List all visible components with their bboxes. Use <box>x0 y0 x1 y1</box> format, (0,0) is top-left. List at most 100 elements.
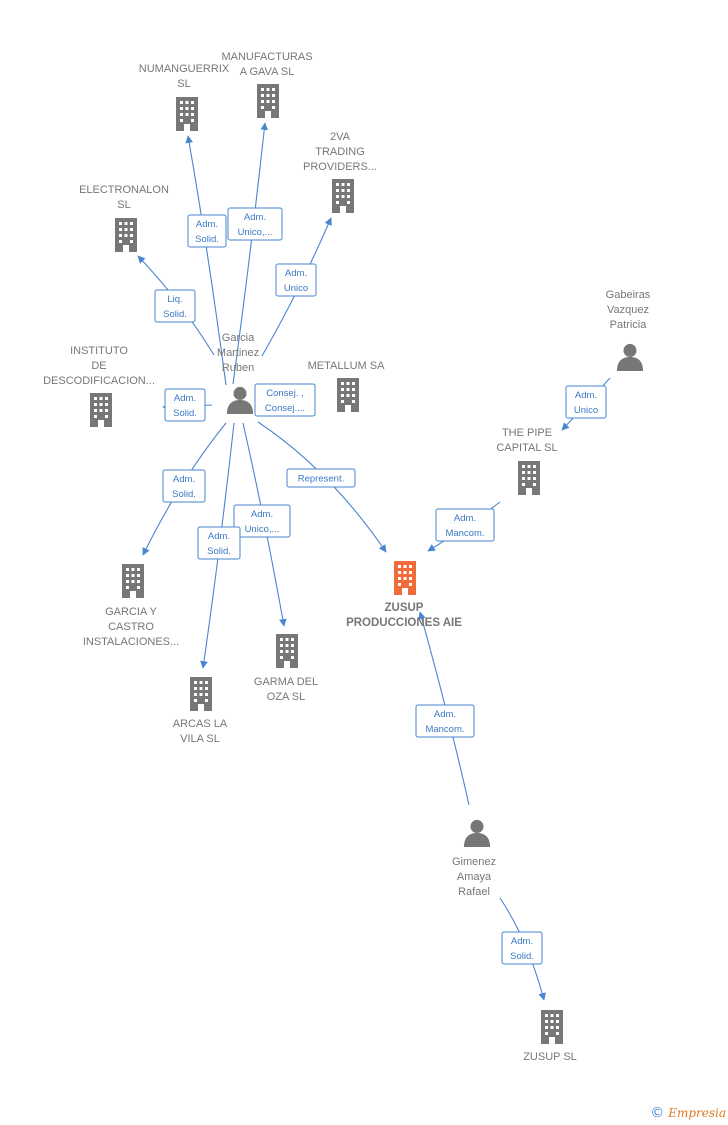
edge-label-text: Adm. <box>196 219 218 230</box>
edge-label[interactable]: Adm. Mancom. <box>435 508 495 542</box>
node-instituto[interactable]: INSTITUTODEDESCODIFICACION... <box>43 345 155 427</box>
edge-label-text: Represent. <box>298 474 344 485</box>
node-label: Patricia <box>610 319 648 331</box>
edge-label-text: Unico <box>284 283 308 294</box>
edges-layer <box>137 122 611 1001</box>
node-label: ARCAS LA <box>173 718 228 730</box>
node-label: GARMA DEL <box>254 676 318 688</box>
edge-label-text: Unico,... <box>245 524 280 535</box>
edge-label-box <box>275 263 317 297</box>
edge-label-text: Adm. <box>244 212 266 223</box>
building-icon <box>332 179 354 213</box>
node-label: INSTALACIONES... <box>83 636 179 648</box>
edge-label-box <box>415 704 475 738</box>
edge-label[interactable]: Adm.Solid. <box>162 469 206 503</box>
node-label: A GAVA SL <box>240 66 295 78</box>
footer-brand[interactable]: ©Empresia <box>650 1105 726 1121</box>
edge-label-text: Unico <box>574 405 598 416</box>
edge-label[interactable]: Adm.Solid. <box>164 388 206 422</box>
edge-label-text: Adm. <box>454 513 476 524</box>
edge-label-box <box>286 468 356 488</box>
building-icon <box>518 461 540 495</box>
edge-label-box <box>254 383 316 417</box>
node-zusup_sl[interactable]: ZUSUP SL <box>523 1010 577 1063</box>
person-icon <box>616 343 644 371</box>
edge-label-text: Adm. <box>208 531 230 542</box>
building-icon <box>90 393 112 427</box>
edge-label[interactable]: Adm.Mancom. <box>415 704 475 738</box>
edge-label-box <box>227 207 283 241</box>
edge-label[interactable]: Adm.Unico,... <box>227 207 283 241</box>
edge-label-text: Solid. <box>163 309 187 320</box>
node-metallum[interactable]: METALLUM SA <box>308 360 385 412</box>
building-icon <box>541 1010 563 1044</box>
node-label: ZUSUP <box>385 602 424 614</box>
node-label: Rafael <box>458 886 490 898</box>
node-label: Ruben <box>222 362 254 374</box>
brand-logo: Empresia <box>668 1106 726 1120</box>
edge-label-text: Solid. <box>207 546 231 557</box>
building-icon <box>190 677 212 711</box>
edge-label-box <box>233 504 291 538</box>
building-icon <box>276 634 298 668</box>
node-label: PROVIDERS... <box>303 161 377 173</box>
edge-label[interactable]: Adm. Unico <box>275 263 317 297</box>
node-label: Martinez <box>217 347 259 359</box>
edge-label[interactable]: Adm. Unico,... <box>233 504 291 538</box>
edge-label-text: Adm. <box>173 474 195 485</box>
edge-label-box <box>501 931 543 965</box>
edge-label-text: Mancom. <box>445 528 484 539</box>
edge-label-box <box>197 526 241 560</box>
edge-label-text: Adm. <box>575 390 597 401</box>
edge-label-box <box>187 214 227 248</box>
node-label: DESCODIFICACION... <box>43 375 155 387</box>
node-arcas[interactable]: ARCAS LA VILA SL <box>173 677 228 745</box>
node-label: METALLUM SA <box>308 360 385 372</box>
edge-label-box <box>154 289 196 323</box>
edge-label[interactable]: Adm. Unico <box>565 385 607 419</box>
building-icon <box>176 97 198 131</box>
edge-label-text: Adm. <box>285 268 307 279</box>
edge-label-text: Adm. <box>174 393 196 404</box>
person-icon <box>226 386 254 414</box>
node-label: Garcia <box>222 332 255 344</box>
building-icon <box>257 84 279 118</box>
node-label: OZA SL <box>267 691 306 703</box>
node-2va[interactable]: 2VATRADINGPROVIDERS... <box>303 131 377 213</box>
node-garcia_castro[interactable]: GARCIA Y CASTRO INSTALACIONES... <box>83 564 179 648</box>
node-label: INSTITUTO <box>70 345 128 357</box>
node-label: CAPITAL SL <box>496 442 557 454</box>
building-icon <box>115 218 137 252</box>
edge-label-text: Consej. , <box>266 388 304 399</box>
node-label: GARCIA Y <box>105 606 157 618</box>
edge-label[interactable]: Adm.Solid. <box>501 931 543 965</box>
node-label: VILA SL <box>180 733 220 745</box>
node-garma[interactable]: GARMA DEL OZA SL <box>254 634 318 703</box>
node-label: NUMANGUERRIX <box>139 63 230 75</box>
edge-label[interactable]: Represent. <box>286 468 356 488</box>
node-label: ZUSUP SL <box>523 1051 577 1063</box>
edge-label[interactable]: Adm.Solid. <box>187 214 227 248</box>
edge-label-text: Adm. <box>251 509 273 520</box>
edge-label[interactable]: Consej. , Consej.... <box>254 383 316 417</box>
edge-label-text: Consej.... <box>265 403 305 414</box>
edge-labels-layer: Adm.Solid.Adm.Unico,...Adm.UnicoLiq.Soli… <box>154 207 607 965</box>
edge-label[interactable]: Liq.Solid. <box>154 289 196 323</box>
node-manufacturas[interactable]: MANUFACTURAS A GAVA SL <box>221 51 313 118</box>
focus-building-icon <box>394 561 416 595</box>
edge-garcia_person-to-manufacturas <box>232 122 269 385</box>
node-label: CASTRO <box>108 621 154 633</box>
node-label: MANUFACTURAS <box>221 51 312 63</box>
edge-label-box <box>164 388 206 422</box>
edge-label[interactable]: Adm. Solid. <box>197 526 241 560</box>
node-label: SL <box>117 199 130 211</box>
